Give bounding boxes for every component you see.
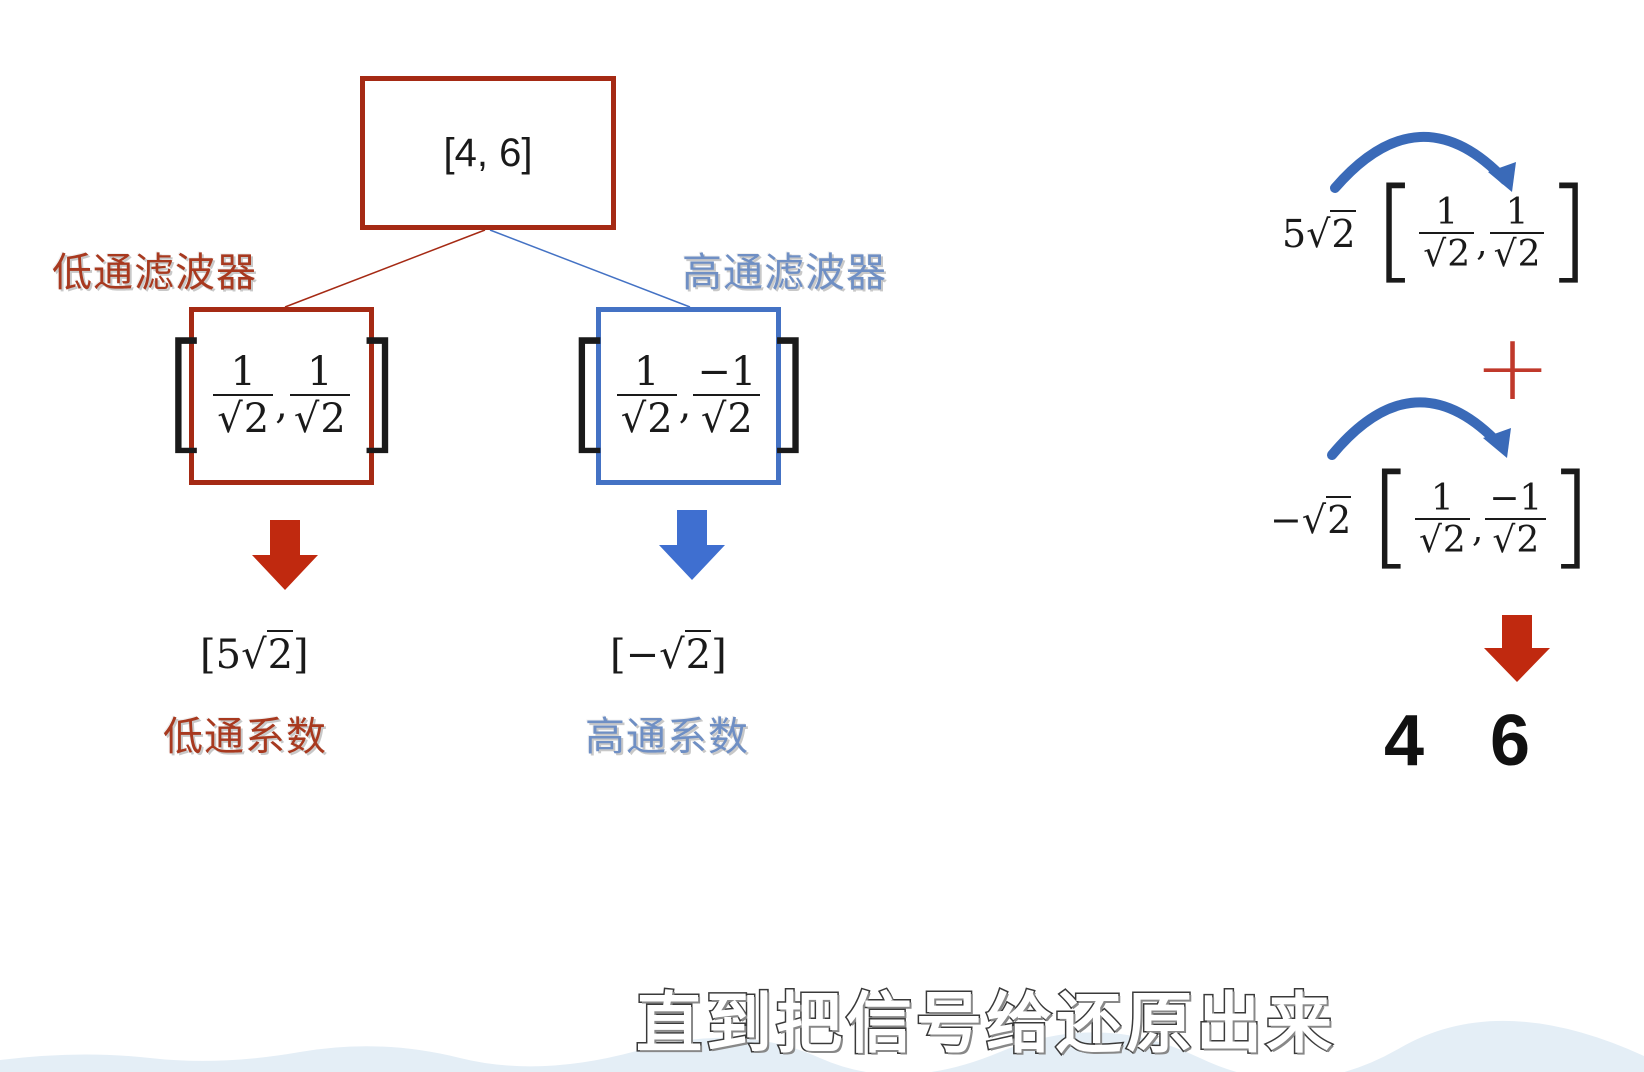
- right-bracket: ]: [762, 315, 814, 467]
- reconstruction-term-2: −√2 [ 1 √2 , −1 √2 ]: [1270, 451, 1593, 581]
- bottom-wave-decoration: [0, 1020, 1644, 1072]
- denominator: √2: [217, 394, 270, 442]
- numerator: 1: [307, 349, 333, 395]
- right-bracket: ]: [1546, 165, 1591, 295]
- high-pass-filter-vector: [ 1 √2 , −1 √2 ]: [563, 315, 814, 467]
- output-value-2: 6: [1490, 701, 1531, 781]
- high-pass-coefficient-label: 高通系数: [585, 714, 749, 760]
- signal-box: [4, 6]: [360, 76, 616, 230]
- low-pass-filter-box: [ 1 √2 , 1 √2 ]: [160, 307, 403, 485]
- low-pass-filter-vector: [ 1 √2 , 1 √2 ]: [160, 315, 403, 467]
- plus-sign: +: [1474, 314, 1552, 421]
- high-pass-filter-label: 高通滤波器: [682, 250, 887, 296]
- signal-text: [4, 6]: [443, 130, 533, 175]
- high-pass-coefficient-value: [−√2]: [610, 630, 727, 678]
- term-1-basis-vector: [ 1 √2 , 1 √2 ]: [1373, 165, 1591, 295]
- low-pass-coefficient-label: 低通系数: [163, 714, 327, 760]
- high-pass-filter-box: [ 1 √2 , −1 √2 ]: [564, 307, 813, 485]
- low-pass-filter-label: 低通滤波器: [52, 250, 257, 296]
- output-value-1: 4: [1384, 701, 1425, 781]
- left-bracket: [: [1373, 165, 1418, 295]
- fraction: 1 √2: [289, 349, 350, 442]
- curved-arrow-top-head-icon: [1488, 162, 1516, 192]
- term-2-coefficient: −√2: [1270, 496, 1352, 542]
- curved-arrow-bottom-icon: [1327, 397, 1505, 460]
- low-pass-down-arrow-icon: [252, 520, 318, 590]
- denominator: √2: [293, 394, 346, 442]
- left-bracket: [: [1369, 451, 1413, 581]
- reconstruction-term-1: 5√2 [ 1 √2 , 1 √2 ]: [1282, 165, 1591, 295]
- right-bracket: ]: [351, 315, 403, 467]
- fraction: 1 √2: [213, 349, 274, 442]
- curved-arrow-bottom-head-icon: [1483, 428, 1511, 458]
- fraction: 1 √2: [1419, 192, 1475, 276]
- curved-arrow-top-icon: [1330, 132, 1510, 193]
- denominator: √2: [620, 394, 673, 442]
- fraction: 1 √2: [616, 349, 677, 442]
- left-bracket: [: [563, 315, 615, 467]
- fraction: 1 √2: [1489, 192, 1545, 276]
- fraction: 1 √2: [1414, 478, 1470, 562]
- numerator: −1: [697, 349, 757, 395]
- high-pass-down-arrow-icon: [659, 510, 725, 580]
- numerator: 1: [633, 349, 660, 395]
- right-bracket: ]: [1548, 451, 1593, 581]
- term-1-coefficient: 5√2: [1282, 210, 1356, 256]
- connector-high-pass: [489, 229, 691, 308]
- numerator: 1: [230, 349, 256, 395]
- low-pass-coefficient-value: [5√2]: [200, 630, 309, 678]
- output-down-arrow-icon: [1484, 615, 1550, 682]
- left-bracket: [: [160, 315, 212, 467]
- connector-low-pass: [284, 229, 486, 308]
- denominator: √2: [700, 394, 753, 442]
- subtitle-caption: 直到把信号给还原出来: [635, 984, 1336, 1064]
- term-2-basis-vector: [ 1 √2 , −1 √2 ]: [1369, 451, 1593, 581]
- fraction: −1 √2: [693, 349, 761, 442]
- fraction: −1 √2: [1485, 478, 1547, 562]
